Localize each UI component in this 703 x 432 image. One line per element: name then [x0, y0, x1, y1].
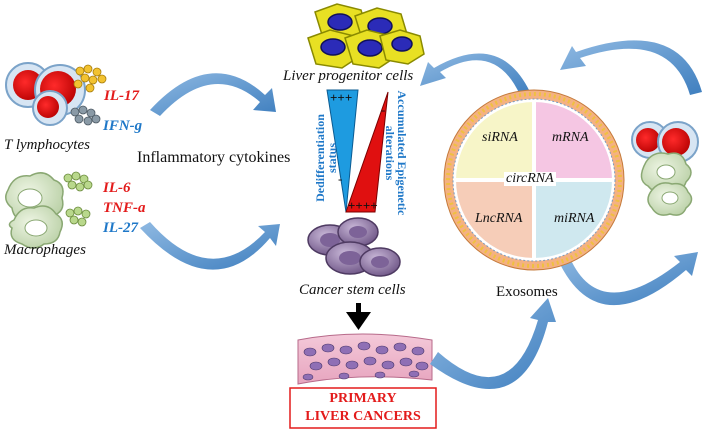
- cytokine-dots-green-icon: [63, 171, 93, 227]
- label-plus-top: +++: [330, 90, 353, 105]
- label-mrna: mRNA: [552, 130, 589, 145]
- down-arrow-icon: [346, 303, 371, 330]
- label-plus-bottom: ++++: [348, 198, 378, 213]
- arc-arrow-bottom-right: [558, 252, 698, 306]
- label-il-17: IL-17: [104, 88, 139, 104]
- label-lncrna: LncRNA: [475, 211, 523, 226]
- epigenetic-triangle: [345, 91, 389, 213]
- label-t-lymphocytes: T lymphocytes: [4, 137, 90, 153]
- label-minus-right: -: [381, 102, 386, 117]
- label-tnf-a: TNF-a: [103, 200, 146, 216]
- label-dedifferentiation-status: Dedifferentiation status: [313, 114, 339, 202]
- label-liver-progenitor-cells: Liver progenitor cells: [283, 68, 414, 84]
- macrophages-icon: [5, 172, 64, 249]
- dedifferentiation-triangle: [326, 89, 359, 213]
- label-circrna: circRNA: [504, 171, 556, 186]
- liver-tissue-icon: [297, 333, 433, 385]
- primary-liver-cancers-box: [289, 387, 437, 429]
- cytokine-dots-yellow-icon: [73, 64, 107, 93]
- label-mirna: miRNA: [554, 211, 595, 226]
- cytokine-dots-gray-icon: [70, 105, 101, 126]
- label-primary: PRIMARY: [329, 391, 397, 406]
- t-lymphocytes-icon: [5, 62, 86, 126]
- label-liver-cancers: LIVER CANCERS: [305, 409, 421, 424]
- label-minus-left: -: [338, 171, 343, 186]
- label-il-27: IL-27: [103, 220, 138, 236]
- arc-arrow-tissue-to-exosomes: [430, 298, 556, 390]
- label-exosomes: Exosomes: [496, 284, 558, 300]
- label-cancer-stem-cells: Cancer stem cells: [299, 282, 406, 298]
- label-accumulated-epigenetic: Accumulated Epigenetic alterations: [383, 90, 409, 216]
- liver-progenitor-cells-icon: [307, 3, 425, 69]
- arc-arrow-top-left: [150, 73, 276, 116]
- label-sirna: siRNA: [482, 130, 518, 145]
- label-il-6: IL-6: [103, 180, 131, 196]
- cancer-stem-cells-icon: [307, 217, 401, 277]
- arc-arrow-to-progenitor: [420, 53, 530, 95]
- arc-arrow-top-right: [560, 40, 702, 95]
- label-macrophages: Macrophages: [4, 242, 86, 258]
- arc-arrow-bottom-left: [140, 222, 280, 270]
- label-inflammatory-cytokines: Inflammatory cytokines: [137, 149, 291, 166]
- label-ifn-g: IFN-g: [103, 118, 143, 134]
- right-cell-cluster-icon: [631, 121, 699, 216]
